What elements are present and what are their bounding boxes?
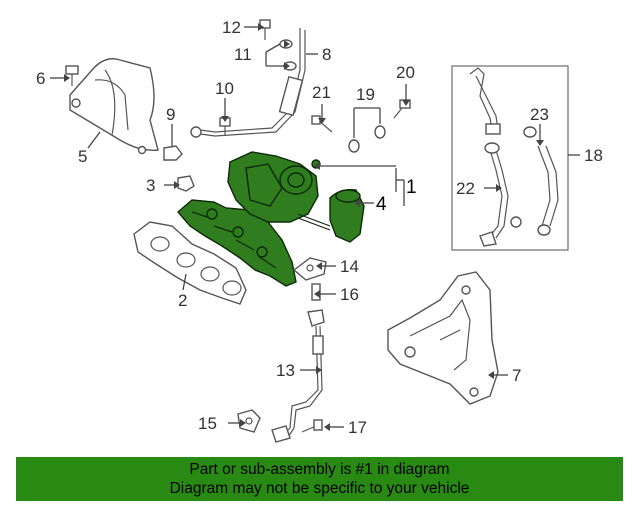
callout-21: 21 — [312, 83, 331, 102]
part-17-bolt — [301, 419, 323, 433]
callout-11: 11 — [234, 45, 252, 64]
callout-17: 17 — [348, 418, 367, 437]
callout-4: 4 — [376, 194, 387, 215]
part-8-oil-line — [190, 28, 306, 138]
part-18-hose-kit-box — [451, 65, 569, 251]
callout-5: 5 — [78, 147, 87, 166]
callout-10: 10 — [215, 79, 234, 98]
part-5-heat-shield — [69, 58, 159, 155]
info-banner: Part or sub-assembly is #1 in diagram Di… — [16, 457, 623, 501]
callout-19: 19 — [356, 85, 375, 104]
part-15-gasket — [237, 409, 261, 433]
part-9-nut — [163, 145, 183, 161]
part-6-bolt — [65, 65, 79, 86]
callout-3: 3 — [146, 176, 155, 195]
callout-23: 23 — [530, 105, 549, 124]
callout-20: 20 — [396, 63, 415, 82]
callout-8: 8 — [322, 45, 331, 64]
part-3-nut — [177, 175, 195, 192]
callout-22: 22 — [456, 179, 475, 198]
parts-diagram: 1 2 3 4 5 6 7 8 9 10 11 12 13 14 15 16 1… — [36, 18, 603, 443]
part-2-gasket — [133, 221, 247, 305]
part-14-gasket — [292, 257, 327, 281]
arrowheads — [64, 23, 544, 431]
callout-13: 13 — [276, 361, 295, 380]
callout-16: 16 — [340, 285, 359, 304]
banner-line-2: Diagram may not be specific to your vehi… — [169, 480, 470, 497]
part-13-oil-return-line — [271, 309, 325, 443]
callout-2: 2 — [178, 291, 187, 310]
callout-labels: 1 2 3 4 5 6 7 8 9 10 11 12 13 14 15 16 1… — [36, 18, 603, 437]
part-7-heat-shield — [387, 271, 499, 405]
callout-18: 18 — [584, 146, 603, 165]
callout-1: 1 — [406, 177, 417, 198]
callout-6: 6 — [36, 69, 45, 88]
callout-12: 12 — [222, 18, 241, 37]
part-1-turbocharger-assembly — [177, 151, 365, 287]
part-19-washers — [348, 125, 386, 153]
callout-7: 7 — [512, 366, 521, 385]
callout-9: 9 — [166, 105, 175, 124]
banner-line-1: Part or sub-assembly is #1 in diagram — [189, 461, 450, 478]
leader-lines — [50, 26, 580, 428]
part-12-bolt — [259, 19, 271, 40]
callout-14: 14 — [340, 257, 359, 276]
callout-15: 15 — [198, 414, 217, 433]
